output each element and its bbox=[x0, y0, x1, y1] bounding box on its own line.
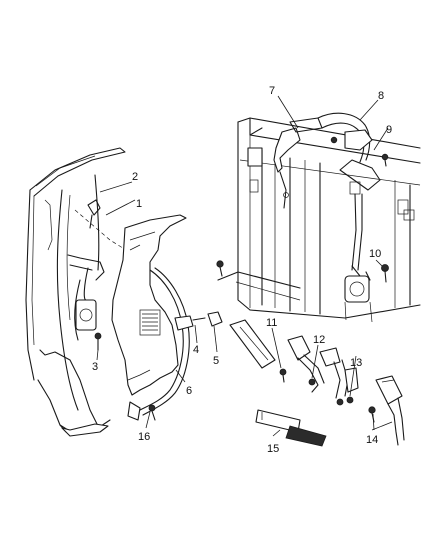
callout-15: 15 bbox=[267, 443, 279, 455]
leader-lines bbox=[96, 95, 393, 437]
buckle-15 bbox=[255, 409, 327, 447]
buckle-12 bbox=[287, 335, 325, 393]
callout-2: 2 bbox=[132, 171, 138, 183]
callout-5: 5 bbox=[213, 355, 219, 367]
callout-8: 8 bbox=[378, 90, 384, 102]
buckle-13 bbox=[319, 347, 359, 406]
bolt-9 bbox=[330, 136, 389, 167]
lower-belt-6 bbox=[127, 267, 190, 421]
callout-3: 3 bbox=[92, 361, 98, 373]
shoulder-belt-7 bbox=[273, 117, 323, 209]
callout-11: 11 bbox=[266, 317, 277, 329]
callout-labels: 1 2 3 4 5 6 7 8 9 10 11 12 13 14 15 16 bbox=[92, 85, 392, 455]
buckle-tongue-4 bbox=[174, 315, 206, 331]
upper-anchor-bolt bbox=[87, 199, 101, 229]
callout-16: 16 bbox=[138, 431, 150, 443]
floor-rail bbox=[217, 271, 301, 301]
bolt-3 bbox=[94, 332, 102, 351]
shoulder-belt-8 bbox=[317, 112, 381, 271]
callout-4: 4 bbox=[193, 344, 199, 356]
callout-14: 14 bbox=[366, 434, 378, 446]
b-pillar-trim bbox=[111, 214, 187, 396]
callout-13: 13 bbox=[350, 357, 362, 369]
rear-cab-panel bbox=[237, 117, 421, 319]
callout-9: 9 bbox=[386, 124, 392, 136]
callout-10: 10 bbox=[369, 248, 381, 260]
cover-5 bbox=[207, 311, 223, 327]
buckle-11 bbox=[229, 319, 287, 383]
callout-1: 1 bbox=[136, 198, 142, 210]
retractor-10 bbox=[344, 264, 389, 323]
callout-6: 6 bbox=[186, 385, 192, 397]
bolt-floor-left bbox=[216, 260, 224, 277]
callout-12: 12 bbox=[313, 334, 325, 346]
bolt-16 bbox=[148, 404, 156, 421]
callout-7: 7 bbox=[269, 85, 275, 97]
retractor-left bbox=[67, 254, 105, 341]
